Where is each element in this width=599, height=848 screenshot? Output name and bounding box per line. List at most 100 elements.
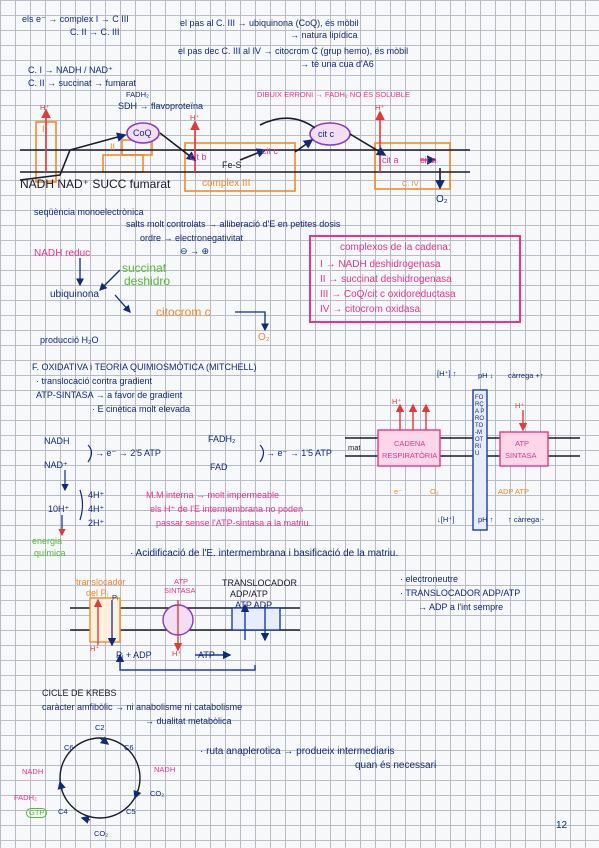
krebs-fadh2: FADH₂ [14, 793, 37, 802]
fox-mem3: passar sense l'ATP-sintasa a la matriu. [156, 518, 312, 528]
krebs-c5: C5 [126, 807, 136, 816]
krebs-l3: · ruta anaplerotica → produeix intermedi… [200, 746, 395, 757]
legend-iii: III → CoQ/cit c oxidoreductasa [320, 289, 456, 300]
chain-cit-b: cit b [190, 152, 207, 162]
pmf-charge-up: càrrega +↑ [508, 371, 544, 380]
order-h2o: producció H₂O [40, 335, 99, 345]
chain-cit-a3: cit a [420, 155, 437, 165]
legend-title: complexos de la cadena: [340, 242, 451, 253]
trans-as1: ATP [174, 577, 189, 586]
legend-i: I → NADH deshidrogenasa [320, 259, 441, 270]
pmf-h2: H⁺ [515, 401, 525, 410]
chain-mono: seqüència monoelectrònica [34, 207, 144, 217]
trans-as2: SINTASA [164, 586, 196, 595]
trans-pi-adp: Pᵢ + ADP [116, 650, 152, 660]
chain-substrates: NADH NAD⁺ SUCC fumarat [20, 177, 171, 191]
pmf-atp: ATP [515, 439, 530, 448]
chain-complex-iv: C. IV [402, 179, 419, 188]
krebs-c6b: C6 [124, 743, 134, 752]
note-cii-succ: C. II → succinat → fumarat [28, 78, 137, 88]
fox-4h-b: 4H⁺ [88, 504, 105, 514]
pmf-cadena: CADENA [394, 439, 426, 448]
chain-complex-ii: II [110, 142, 116, 152]
chain-h3: H⁺ [375, 103, 385, 112]
note-lipid: → natura lipídica [290, 30, 358, 40]
chain-complex-i: I [42, 124, 45, 134]
order-succinat: succinat [122, 261, 167, 275]
pmf-h-up: [H⁺] ↑ [437, 369, 457, 378]
fox-fadh2: FADH₂ [208, 434, 236, 444]
legend-ii: II → succinat deshidrogenasa [320, 274, 452, 285]
note-citc: el pas dec C. III al IV → citocrom C (gr… [178, 46, 409, 56]
salts-1: salts molt controlats → alliberació d'E … [126, 219, 341, 229]
pmf-respiratoria: RESPIRATÒRIA [382, 451, 438, 460]
krebs-nadh2: NADH [154, 765, 176, 774]
order-ubiquinona: ubiquinona [50, 289, 99, 300]
fox-nadh: NADH [44, 436, 70, 446]
fox-mem2: els H⁺ de l'E intermembrana no poden [150, 504, 304, 514]
legend-iv: IV → citocrom oxidasa [320, 304, 421, 315]
pmf-e: e⁻ [394, 487, 403, 496]
pmf-ph-down: pH ↓ [478, 371, 494, 380]
trans-h: H⁺ [90, 644, 100, 653]
pmf-mat: mat [348, 443, 361, 452]
pmf-force: FORÇA PROTO-MOTRIU [475, 395, 485, 457]
trans-r1: · electroneutre [400, 574, 459, 584]
note-tail: → té una cua d'A6 [300, 59, 374, 69]
trans-pi-label2: del Pᵢ [86, 588, 108, 598]
fox-e1: → e⁻ → 2'5 ATP [95, 448, 161, 458]
note-ci-nadh: C. I → NADH / NAD⁺ [28, 65, 113, 75]
fox-10h: 10H⁺ [48, 504, 70, 514]
fox-quimica: química [34, 548, 66, 558]
krebs-title: CICLE DE KREBS [42, 688, 117, 698]
fox-2h: 2H⁺ [88, 518, 105, 528]
chain-h1: H⁺ [40, 103, 50, 112]
fox-acid: · Acidificació de l'E. intermembrana i b… [130, 548, 399, 559]
pmf-h1: H⁺ [392, 397, 402, 406]
chain-coq: CoQ [133, 128, 152, 138]
krebs-c2: C2 [95, 723, 105, 732]
trans-r3: → ADP a l'int sempre [418, 602, 504, 612]
chain-o2: O₂ [436, 194, 448, 205]
pmf-o2: O₂ [430, 487, 439, 496]
fox-energia: energia [32, 536, 63, 546]
note-complex-ii: C. II → C. III [70, 27, 120, 37]
trans-tr1: TRANSLOCADOR [222, 578, 298, 588]
pmf-ph-up: pH ↑ [478, 515, 494, 524]
trans-h2: H⁺ [172, 649, 182, 658]
krebs-nadh1: NADH [22, 767, 44, 776]
krebs-gtp: GTP [26, 808, 48, 818]
page-number: 12 [556, 820, 568, 831]
chain-cit-a: cit a [382, 155, 399, 165]
fox-l3: · E cinètica molt elevada [92, 404, 191, 414]
trans-r2: · TRANSLOCADOR ADP/ATP [400, 588, 521, 598]
fox-nad: NAD⁺ [44, 460, 68, 470]
chain-sketch [19, 108, 470, 192]
trans-pi: Pᵢ [112, 593, 119, 602]
krebs-c4: C4 [58, 807, 68, 816]
salts-3: ⊖ → ⊕ [180, 246, 210, 256]
note-sdh: SDH → flavoproteïna [118, 101, 204, 111]
chain-cit-c1: cit c [262, 146, 279, 156]
note-error: DIBUIX ERRONI → FADH₂ NO ÉS SOLUBLE [257, 90, 410, 99]
trans-atp: ATP [198, 650, 215, 660]
krebs-co2a: CO₂ [150, 789, 165, 798]
krebs-l4: quan és necessari [355, 760, 437, 771]
pmf-sintasa: SINTASA [505, 451, 537, 460]
order-nadh: NADH reduc [34, 248, 91, 259]
fox-e2: → e⁻ → 1'5 ATP [266, 448, 332, 458]
fox-title: F. OXIDATIVA i TEORIA QUIMIOSMÒTICA (MIT… [32, 362, 257, 372]
fox-mem1: M.M interna → molt impermeable [146, 490, 280, 500]
chain-fe-s: Fe-S [222, 160, 242, 170]
trans-pi-label: translocador [76, 577, 126, 587]
note-coq: el pas al C. III → ubiquinona (CoQ), és … [180, 18, 359, 28]
krebs-l2: → dualitat metabòlica [145, 716, 232, 726]
pmf-h-down: ↓[H⁺] [437, 515, 455, 524]
krebs-c6a: C6 [64, 743, 74, 752]
fox-fad: FAD [210, 462, 228, 472]
salts-2: ordre → electronegativitat [140, 233, 244, 243]
chain-citc-mobile: cit c [318, 129, 335, 139]
fox-l1: · translocació contra gradient [36, 376, 153, 386]
order-deshidro: deshidro [124, 274, 171, 288]
